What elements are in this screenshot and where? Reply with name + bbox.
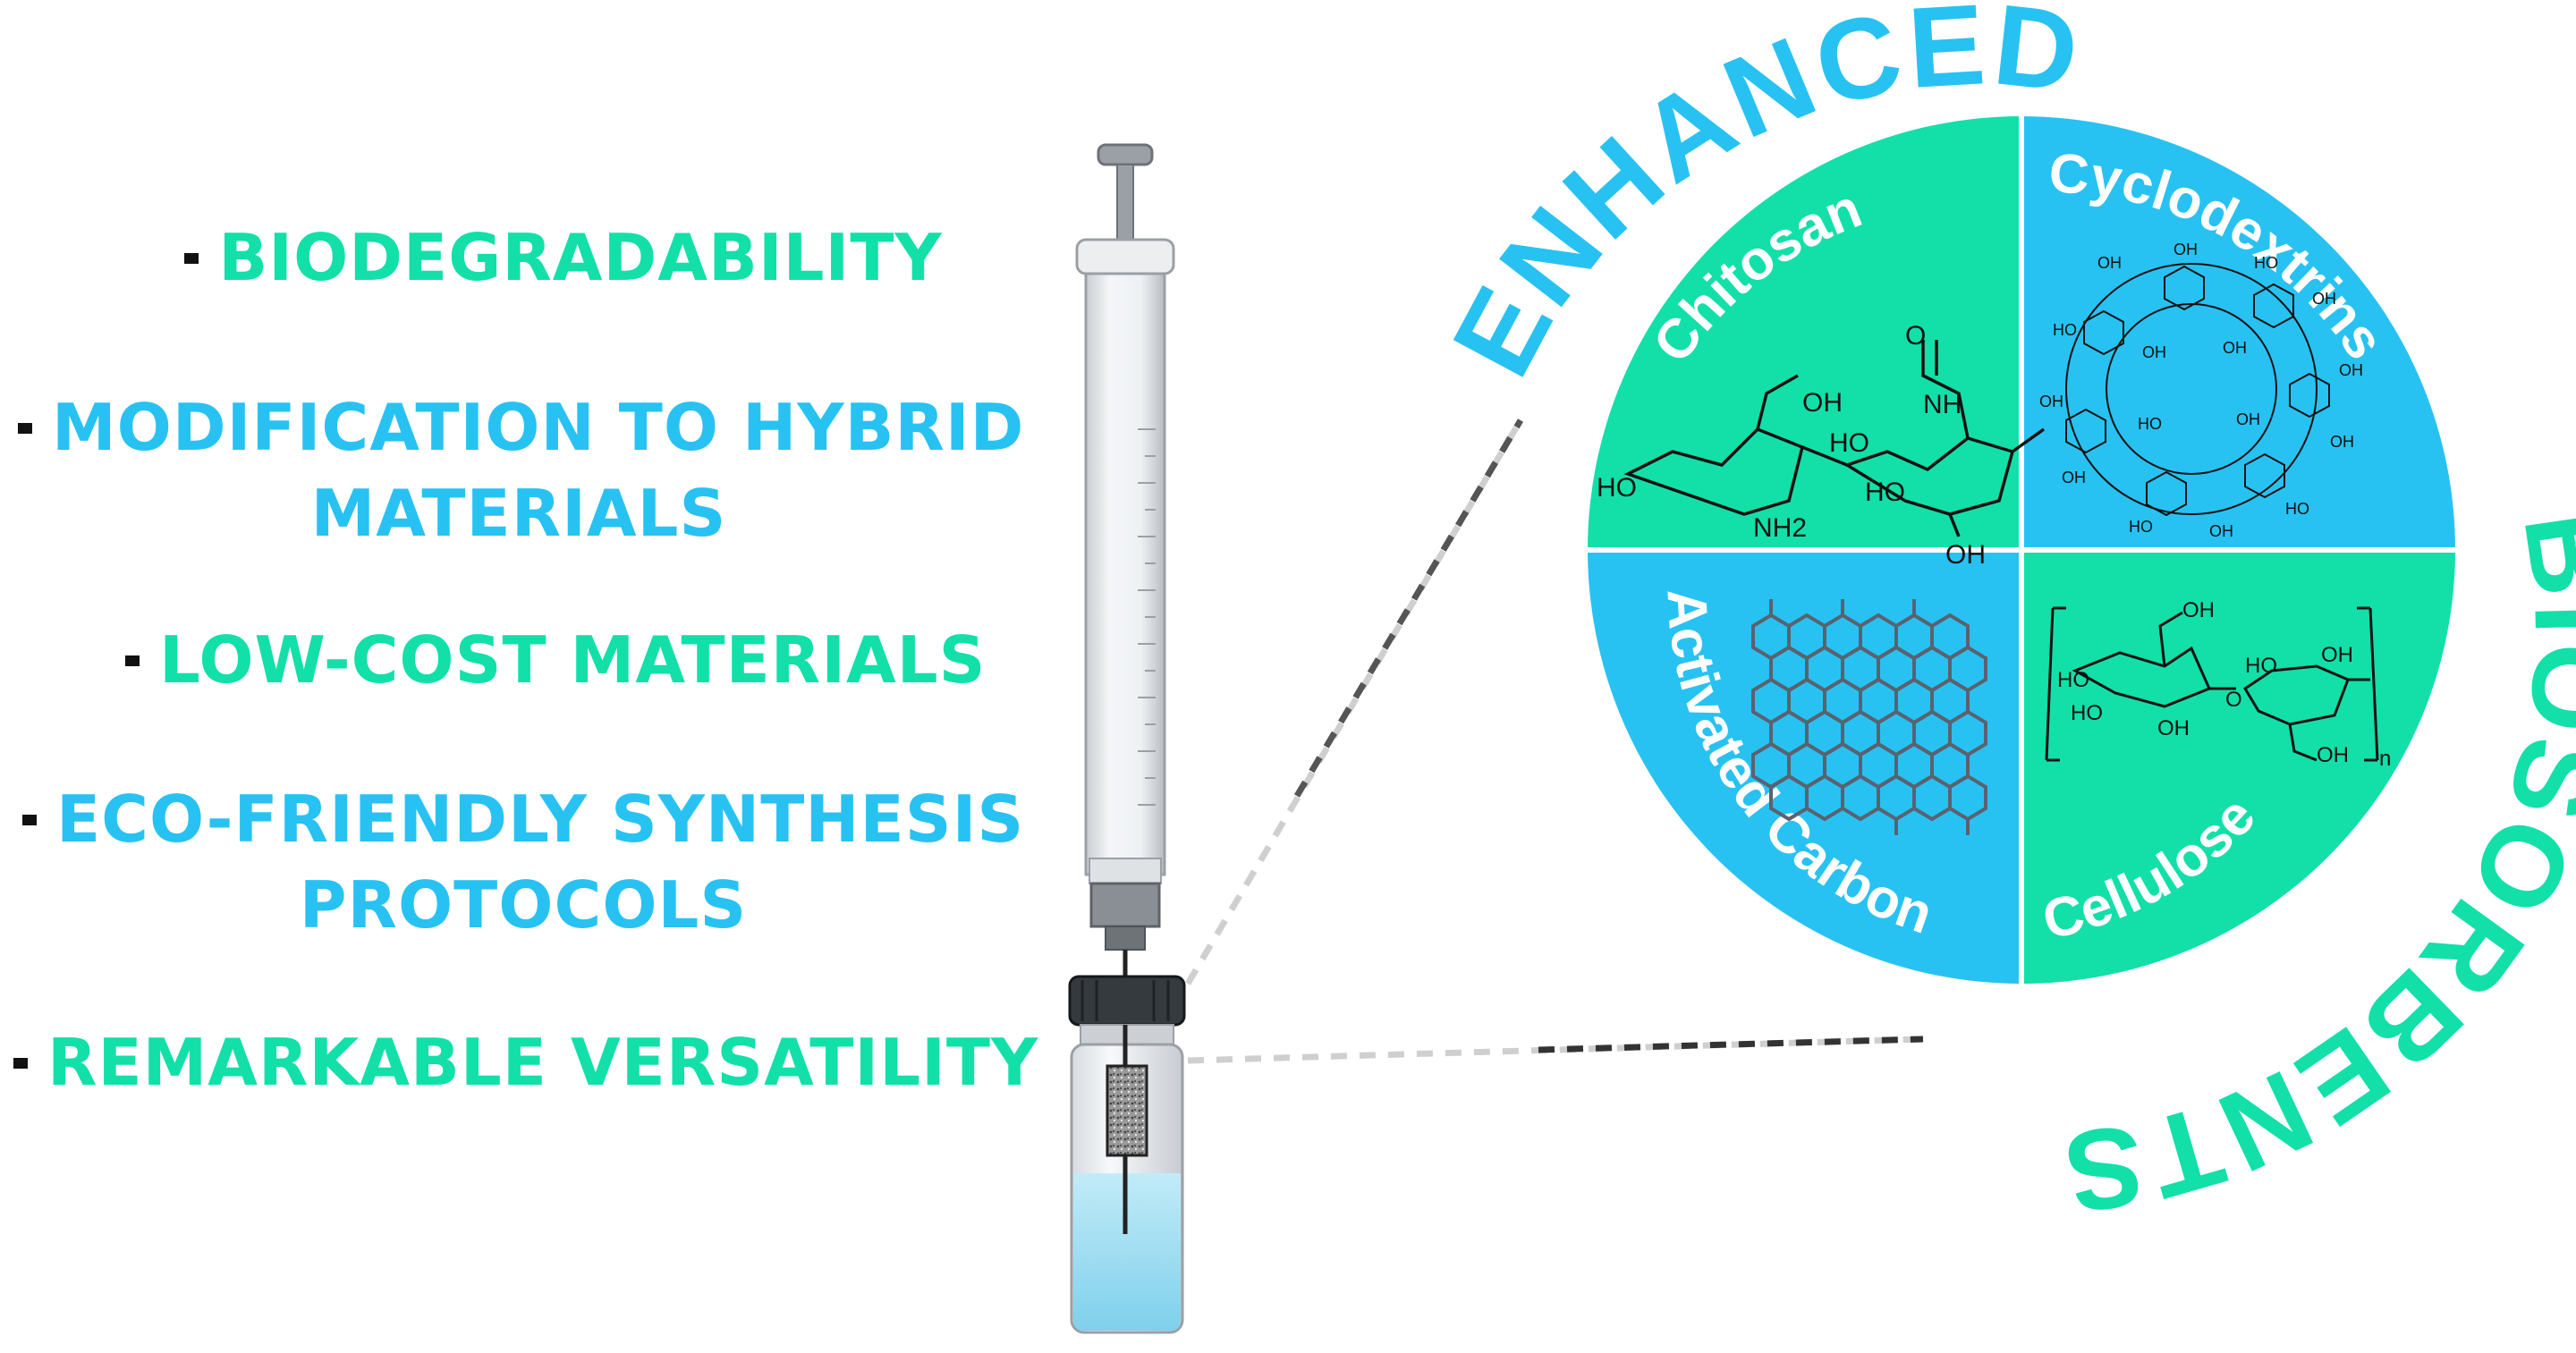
feature-text-line2: MATERIALS xyxy=(310,476,727,551)
svg-text:HO: HO xyxy=(1829,428,1869,458)
svg-text:HO: HO xyxy=(2053,321,2077,339)
svg-text:HO: HO xyxy=(2138,415,2162,433)
syringe-barrel xyxy=(1084,272,1166,876)
svg-text:OH: OH xyxy=(2142,343,2166,361)
feature-text: MODIFICATION TO HYBRID xyxy=(52,390,1025,465)
svg-text:HO: HO xyxy=(1597,473,1637,503)
feature-text: LOW-COST MATERIALS xyxy=(159,622,987,698)
syringe-flange xyxy=(1075,238,1175,275)
svg-text:OH: OH xyxy=(1945,540,1986,570)
connector-upper xyxy=(1184,419,1524,985)
svg-text:OH: OH xyxy=(2312,290,2336,308)
feature-versatility: REMARKABLE VERSATILITY xyxy=(13,1019,1038,1105)
plunger-cap xyxy=(1097,143,1154,166)
svg-text:OH: OH xyxy=(2330,433,2354,451)
svg-text:HO: HO xyxy=(2245,654,2277,678)
svg-text:HO: HO xyxy=(2057,668,2089,692)
quadrant-cellulose xyxy=(2021,550,2455,984)
svg-text:OH: OH xyxy=(2317,743,2349,767)
svg-text:OH: OH xyxy=(2039,393,2063,410)
bullet-marker xyxy=(18,423,32,435)
connector-lines xyxy=(1184,419,1924,1064)
svg-text:HO: HO xyxy=(1865,478,1905,507)
svg-text:OH: OH xyxy=(2062,469,2086,486)
feature-text: REMARKABLE VERSATILITY xyxy=(47,1025,1039,1100)
quadrant-chitosan xyxy=(1588,116,2021,550)
svg-text:HO: HO xyxy=(2254,254,2278,272)
svg-text:NH2: NH2 xyxy=(1753,513,1807,543)
svg-text:NH: NH xyxy=(1923,390,1962,419)
bullet-marker xyxy=(125,655,140,667)
svg-text:OH: OH xyxy=(2097,254,2122,272)
feature-biodegradability: BIODEGRADABILITY xyxy=(179,215,948,300)
svg-text:OH: OH xyxy=(2321,643,2353,667)
sorbent-pad xyxy=(1106,1064,1148,1157)
feature-text-line2: PROTOCOLS xyxy=(299,867,748,943)
svg-text:n: n xyxy=(2379,747,2391,771)
svg-text:OH: OH xyxy=(2182,598,2215,622)
connector-lower xyxy=(1187,1036,1924,1064)
barrel-tip xyxy=(1089,858,1162,884)
chitosan-atom-labels: OH HO NH HO OH HO NH2 O xyxy=(1597,321,1986,570)
bullet-marker xyxy=(184,253,199,265)
svg-text:O: O xyxy=(1905,321,1926,351)
svg-text:HO: HO xyxy=(2285,500,2309,518)
graduation-marks xyxy=(1138,428,1156,806)
svg-text:OH: OH xyxy=(2174,241,2198,258)
bullet-marker xyxy=(13,1058,28,1070)
biosorbent-circle xyxy=(1588,116,2455,984)
cyclodextrin-atom-labels: OH OH HO OH OH OH HO OH HO OH OH HO OH O… xyxy=(2039,241,2363,540)
svg-text:HO: HO xyxy=(2129,518,2153,536)
svg-text:OH: OH xyxy=(2157,716,2190,740)
svg-text:OH: OH xyxy=(2209,522,2233,540)
hub-collar xyxy=(1105,926,1146,951)
needle-hub xyxy=(1089,882,1161,928)
feature-eco-friendly: ECO-FRIENDLY SYNTHESIS PROTOCOLS xyxy=(22,776,1024,948)
feature-low-cost: LOW-COST MATERIALS xyxy=(125,617,987,703)
svg-text:OH: OH xyxy=(2223,339,2247,357)
cellulose-atom-labels: OH HO HO OH O HO OH OH n xyxy=(2057,598,2391,771)
bullet-marker xyxy=(22,815,37,826)
svg-text:O: O xyxy=(2225,688,2242,712)
chitosan-structure xyxy=(1623,340,2046,537)
cellulose-structure xyxy=(2045,606,2379,762)
vial-liquid xyxy=(1073,1173,1181,1331)
feature-text: ECO-FRIENDLY SYNTHESIS xyxy=(56,782,1025,857)
svg-text:OH: OH xyxy=(2339,361,2363,379)
feature-text: BIODEGRADABILITY xyxy=(218,220,943,295)
svg-text:OH: OH xyxy=(1802,388,1843,418)
activated-carbon-structure xyxy=(1751,599,1987,835)
syringe xyxy=(1075,143,1175,1234)
feature-hybrid-materials: MODIFICATION TO HYBRID MATERIALS xyxy=(18,385,1023,556)
quadrant-cyclodextrins xyxy=(2021,116,2455,550)
vial xyxy=(1068,975,1186,1334)
cyclodextrin-structure xyxy=(2065,263,2330,517)
svg-text:HO: HO xyxy=(2071,701,2103,725)
svg-text:OH: OH xyxy=(2236,410,2260,428)
